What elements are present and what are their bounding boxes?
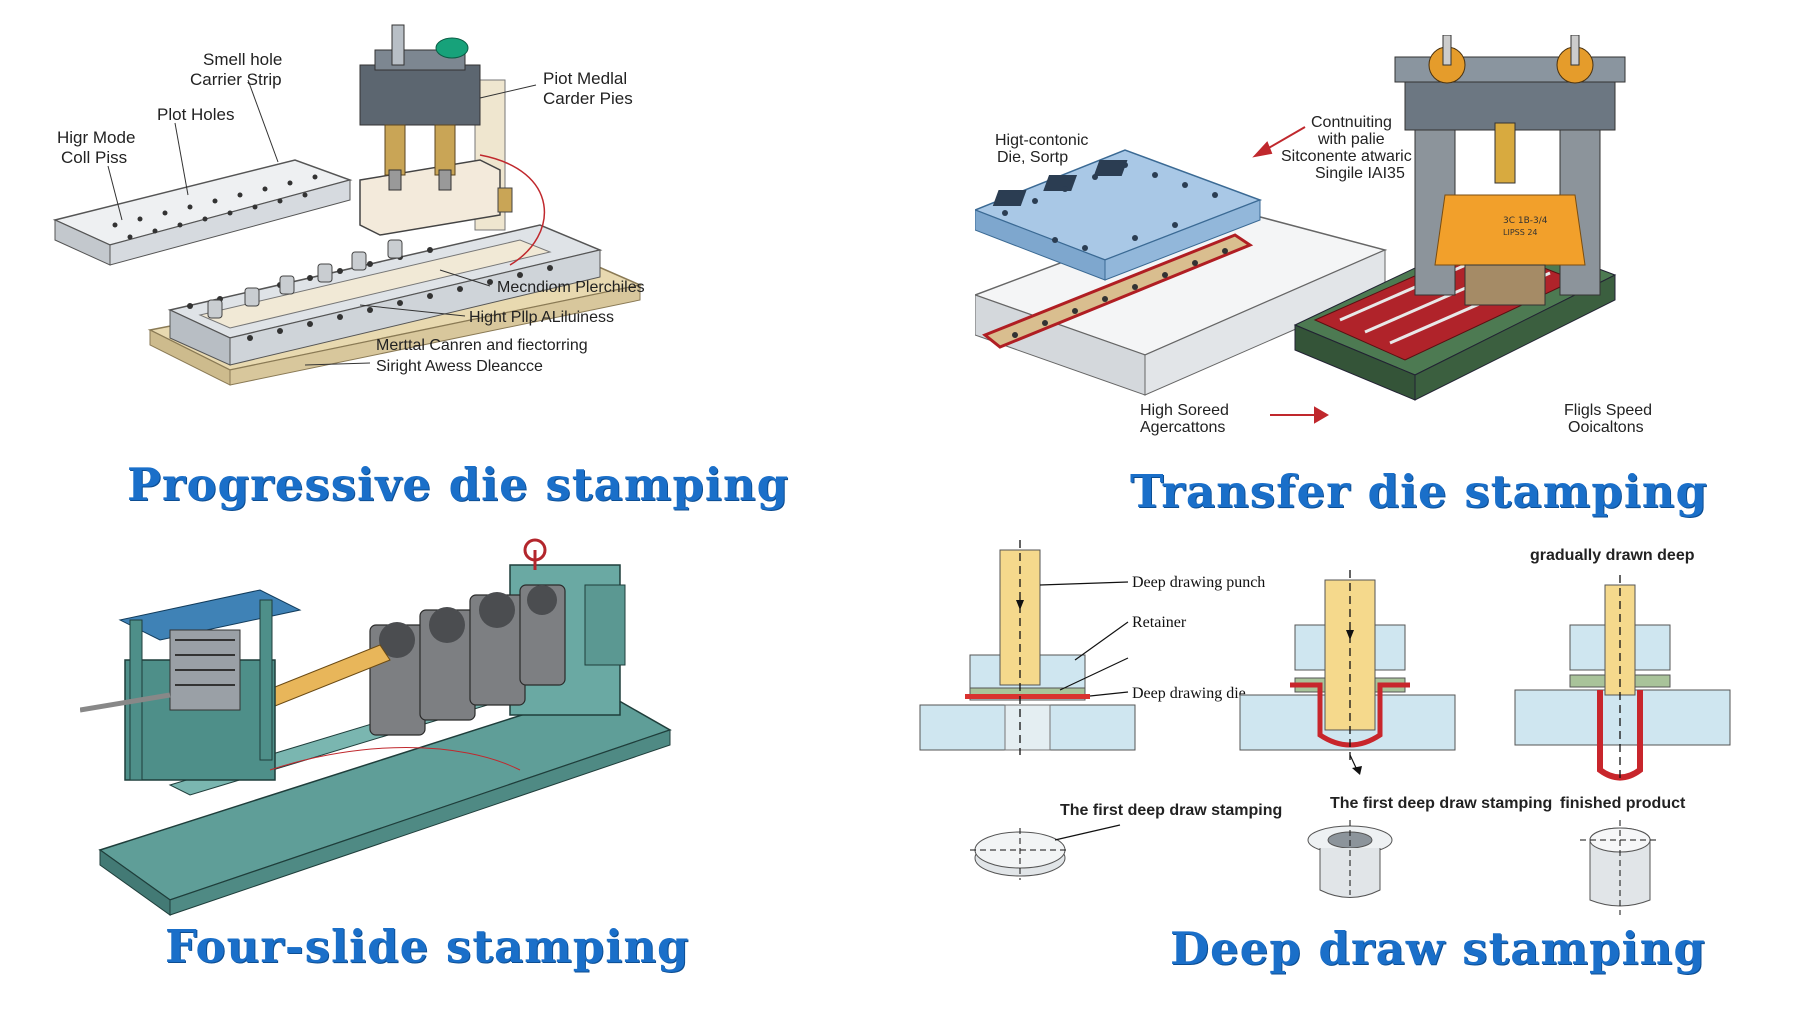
label-agercattons: Agercattons (1140, 419, 1225, 436)
label-piot-medlal: Piot Medlal (543, 69, 627, 88)
label-fligls-speed: Fligls Speed (1564, 402, 1652, 419)
label-finished-product: finished product (1560, 795, 1686, 812)
label-carrier-strip: Carrier Strip (190, 70, 282, 89)
label-singile: Singile IAI35 (1315, 165, 1405, 182)
label-coll-piss: Coll Piss (61, 148, 127, 167)
caption-progressive-die: Progressive die stamping (127, 458, 790, 511)
label-mecndiom: Mecndiom Plerchiles (497, 279, 645, 296)
label-deep-drawing-die: Deep drawing die (1132, 685, 1246, 702)
label-smell-hole: Smell hole (203, 50, 282, 69)
transfer-die-illustration: 3C 1B-3/4 LIPSS 24 Higt-contonic Die, So… (975, 35, 1652, 436)
label-siright: Siright Awess Dleancce (376, 358, 543, 375)
label-higt-contonic: Higt-contonic (995, 132, 1088, 149)
label-sitconente: Sitconente atwaric (1281, 148, 1412, 165)
label-retainer: Retainer (1132, 614, 1187, 631)
progressive-die-illustration: Smell hole Carrier Strip Plot Holes Higr… (52, 24, 645, 386)
label-deep-drawing-punch: Deep drawing punch (1132, 574, 1265, 591)
caption-four-slide: Four-slide stamping (165, 920, 690, 973)
label-hight-pllp: Hight Pllp ALiluiness (469, 309, 614, 326)
label-plot-holes: Plot Holes (157, 105, 234, 124)
deep-draw-diagram: Deep drawing punch Retainer Deep drawing… (919, 540, 1731, 915)
label-with-palie: with palie (1317, 131, 1385, 148)
press-plate-text-2: LIPSS 24 (1503, 228, 1538, 237)
four-slide-illustration (80, 538, 672, 916)
caption-transfer-die: Transfer die stamping (1130, 465, 1708, 518)
caption-deep-draw: Deep draw stamping (1170, 922, 1706, 975)
label-first-deep-draw-2: The first deep draw stamping (1330, 795, 1552, 812)
label-merttal: Merttal Canren and fiectorring (376, 337, 588, 354)
press-plate-text-1: 3C 1B-3/4 (1503, 216, 1548, 226)
label-gradually-drawn-deep: gradually drawn deep (1530, 547, 1695, 564)
label-contnuiting: Contnuiting (1311, 114, 1392, 131)
label-first-deep-draw-1: The first deep draw stamping (1060, 802, 1282, 819)
label-die-sortp: Die, Sortp (997, 149, 1068, 166)
label-ooicaltons: Ooicaltons (1568, 419, 1644, 436)
label-higr-mode: Higr Mode (57, 128, 135, 147)
label-carder-pies: Carder Pies (543, 89, 633, 108)
label-high-soreed: High Soreed (1140, 402, 1229, 419)
